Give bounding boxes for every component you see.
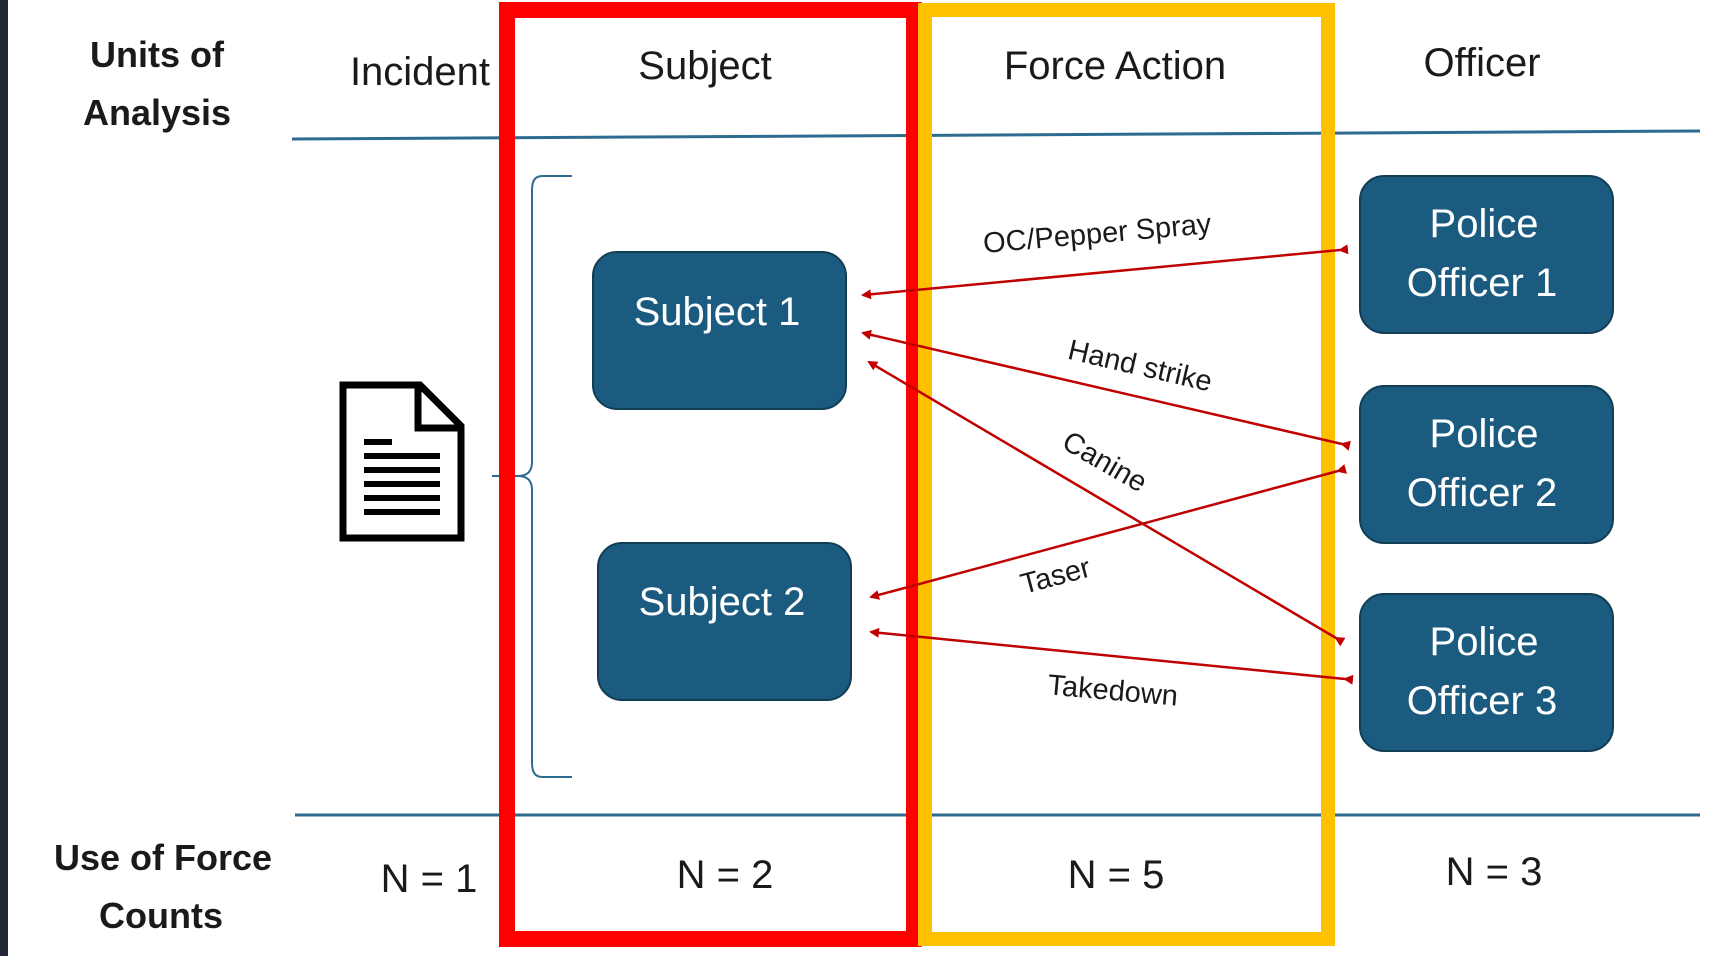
count-incident: N = 1	[381, 857, 478, 901]
subject-node-label: Subject 2	[639, 580, 806, 624]
column-header-force-action: Force Action	[1004, 44, 1226, 88]
count-officer: N = 3	[1446, 850, 1543, 894]
officer-node-2: Police Officer 2	[1359, 385, 1614, 544]
subject-node-1: Subject 1	[592, 251, 847, 410]
officer-node-1: Police Officer 1	[1359, 175, 1614, 334]
count-force-action: N = 5	[1068, 853, 1165, 897]
document-icon	[339, 381, 465, 542]
header-divider	[291, 129, 1701, 141]
officer-node-label-line1: Police	[1430, 412, 1539, 456]
officer-node-label-line1: Police	[1430, 620, 1539, 664]
officer-node-3: Police Officer 3	[1359, 593, 1614, 752]
column-header-officer: Officer	[1423, 41, 1540, 85]
officer-node-label-line2: Officer 2	[1407, 471, 1557, 515]
force-arrow-oc-pepper-spray	[861, 244, 1349, 300]
units-label-line1: Units of	[90, 34, 225, 75]
force-arrow-takedown	[869, 627, 1354, 685]
officer-node-label-line2: Officer 1	[1407, 261, 1557, 305]
column-header-subject: Subject	[638, 44, 771, 88]
officer-node-label-line2: Officer 3	[1407, 679, 1557, 723]
counts-label-line2: Counts	[99, 895, 223, 936]
subject-node-label: Subject 1	[634, 290, 801, 334]
count-subject: N = 2	[677, 853, 774, 897]
subject-node-2: Subject 2	[597, 542, 852, 701]
force-arrow-taser	[869, 464, 1348, 600]
officer-node-label-line1: Police	[1430, 202, 1539, 246]
units-label-line2: Analysis	[83, 92, 231, 133]
subject-group-brace	[492, 175, 572, 778]
counts-label-line1: Use of Force	[54, 837, 272, 878]
column-header-incident: Incident	[350, 50, 490, 94]
